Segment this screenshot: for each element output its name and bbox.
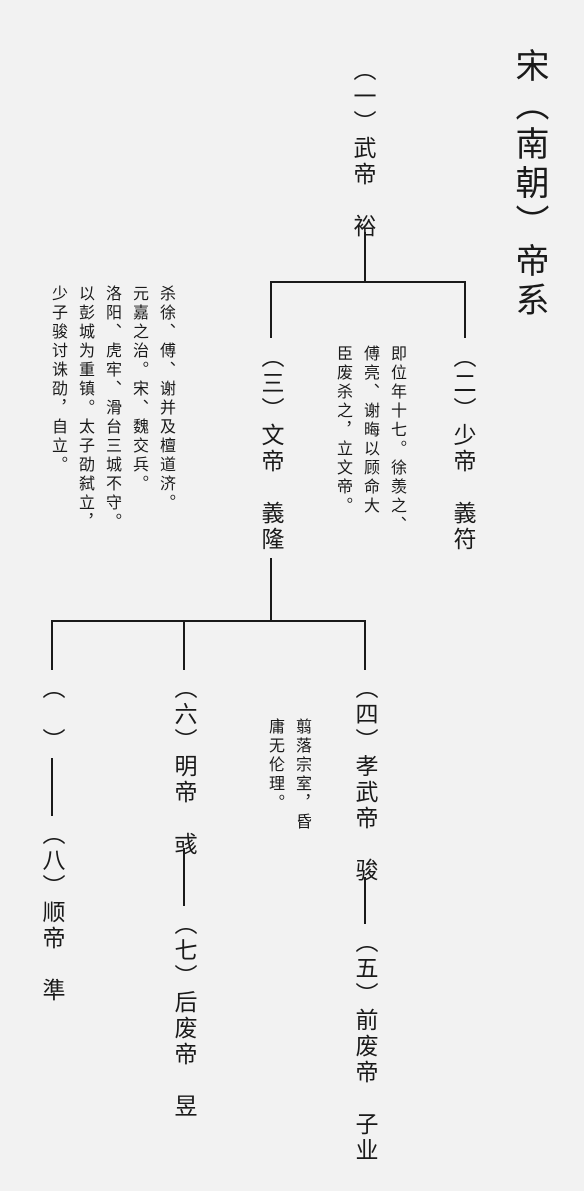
connector-mingdi-houfeidi [183,848,185,906]
emperor-xiaowudi: （四）孝武帝 骏 [351,676,377,884]
note-shaodi-line-1: 即位年十七。徐羡之、 [388,345,407,535]
connector-unnamed-shundi [51,758,53,816]
emperor-shaodi: （二）少帝 義符 [449,345,475,553]
emperor-wendi: （三）文帝 義隆 [257,345,283,553]
note-qianfeidi-line-2: 庸无伦理。 [266,718,285,813]
emperor-wudi: （一）武帝 裕 [349,58,375,240]
connector-to-mingdi [183,620,185,670]
note-wendi-line-1: 杀徐、傅、谢并及檀道济。 [157,285,176,513]
page-title: 宋（南朝）帝系 [509,48,549,321]
note-qianfeidi: 翦落宗室，昏 庸无伦理。 [262,718,316,858]
note-shaodi-line-3: 臣废杀之，立文帝。 [334,345,353,516]
connector-wudi-branch [270,281,466,283]
note-shaodi: 即位年十七。徐羡之、 傅亮、谢晦以顾命大 臣废杀之，立文帝。 [330,345,411,585]
emperor-houfeidi: （七）后废帝 昱 [170,912,196,1120]
emperor-unnamed: （ ） [38,676,64,754]
emperor-qianfeidi: （五）前废帝 子业 [351,930,377,1164]
connector-to-wendi [270,281,272,338]
note-wendi: 杀徐、傅、谢并及檀道济。 元嘉之治。宋、魏交兵。 洛阳、虎牢、滑台三城不守。 以… [45,285,180,585]
note-shaodi-line-2: 傅亮、谢晦以顾命大 [361,345,380,516]
note-wendi-line-2: 元嘉之治。宋、魏交兵。 [130,285,149,494]
connector-wendi-stem [270,558,272,621]
note-wendi-line-4: 以彭城为重镇。太子劭弑立， [76,285,95,532]
connector-to-shaodi [464,281,466,338]
connector-wudi-stem [364,232,366,282]
connector-to-xiaowudi [364,620,366,670]
connector-to-unnamed [51,620,53,670]
emperor-shundi: （八）顺帝 準 [38,822,64,1004]
connector-wendi-branch [51,620,366,622]
note-wendi-line-3: 洛阳、虎牢、滑台三城不守。 [103,285,122,532]
note-qianfeidi-line-1: 翦落宗室，昏 [293,718,312,832]
emperor-mingdi: （六）明帝 彧 [170,676,196,858]
note-wendi-line-5: 少子骏讨诛劭，自立。 [49,285,68,475]
connector-xiaowudi-qianfeidi [364,877,366,924]
